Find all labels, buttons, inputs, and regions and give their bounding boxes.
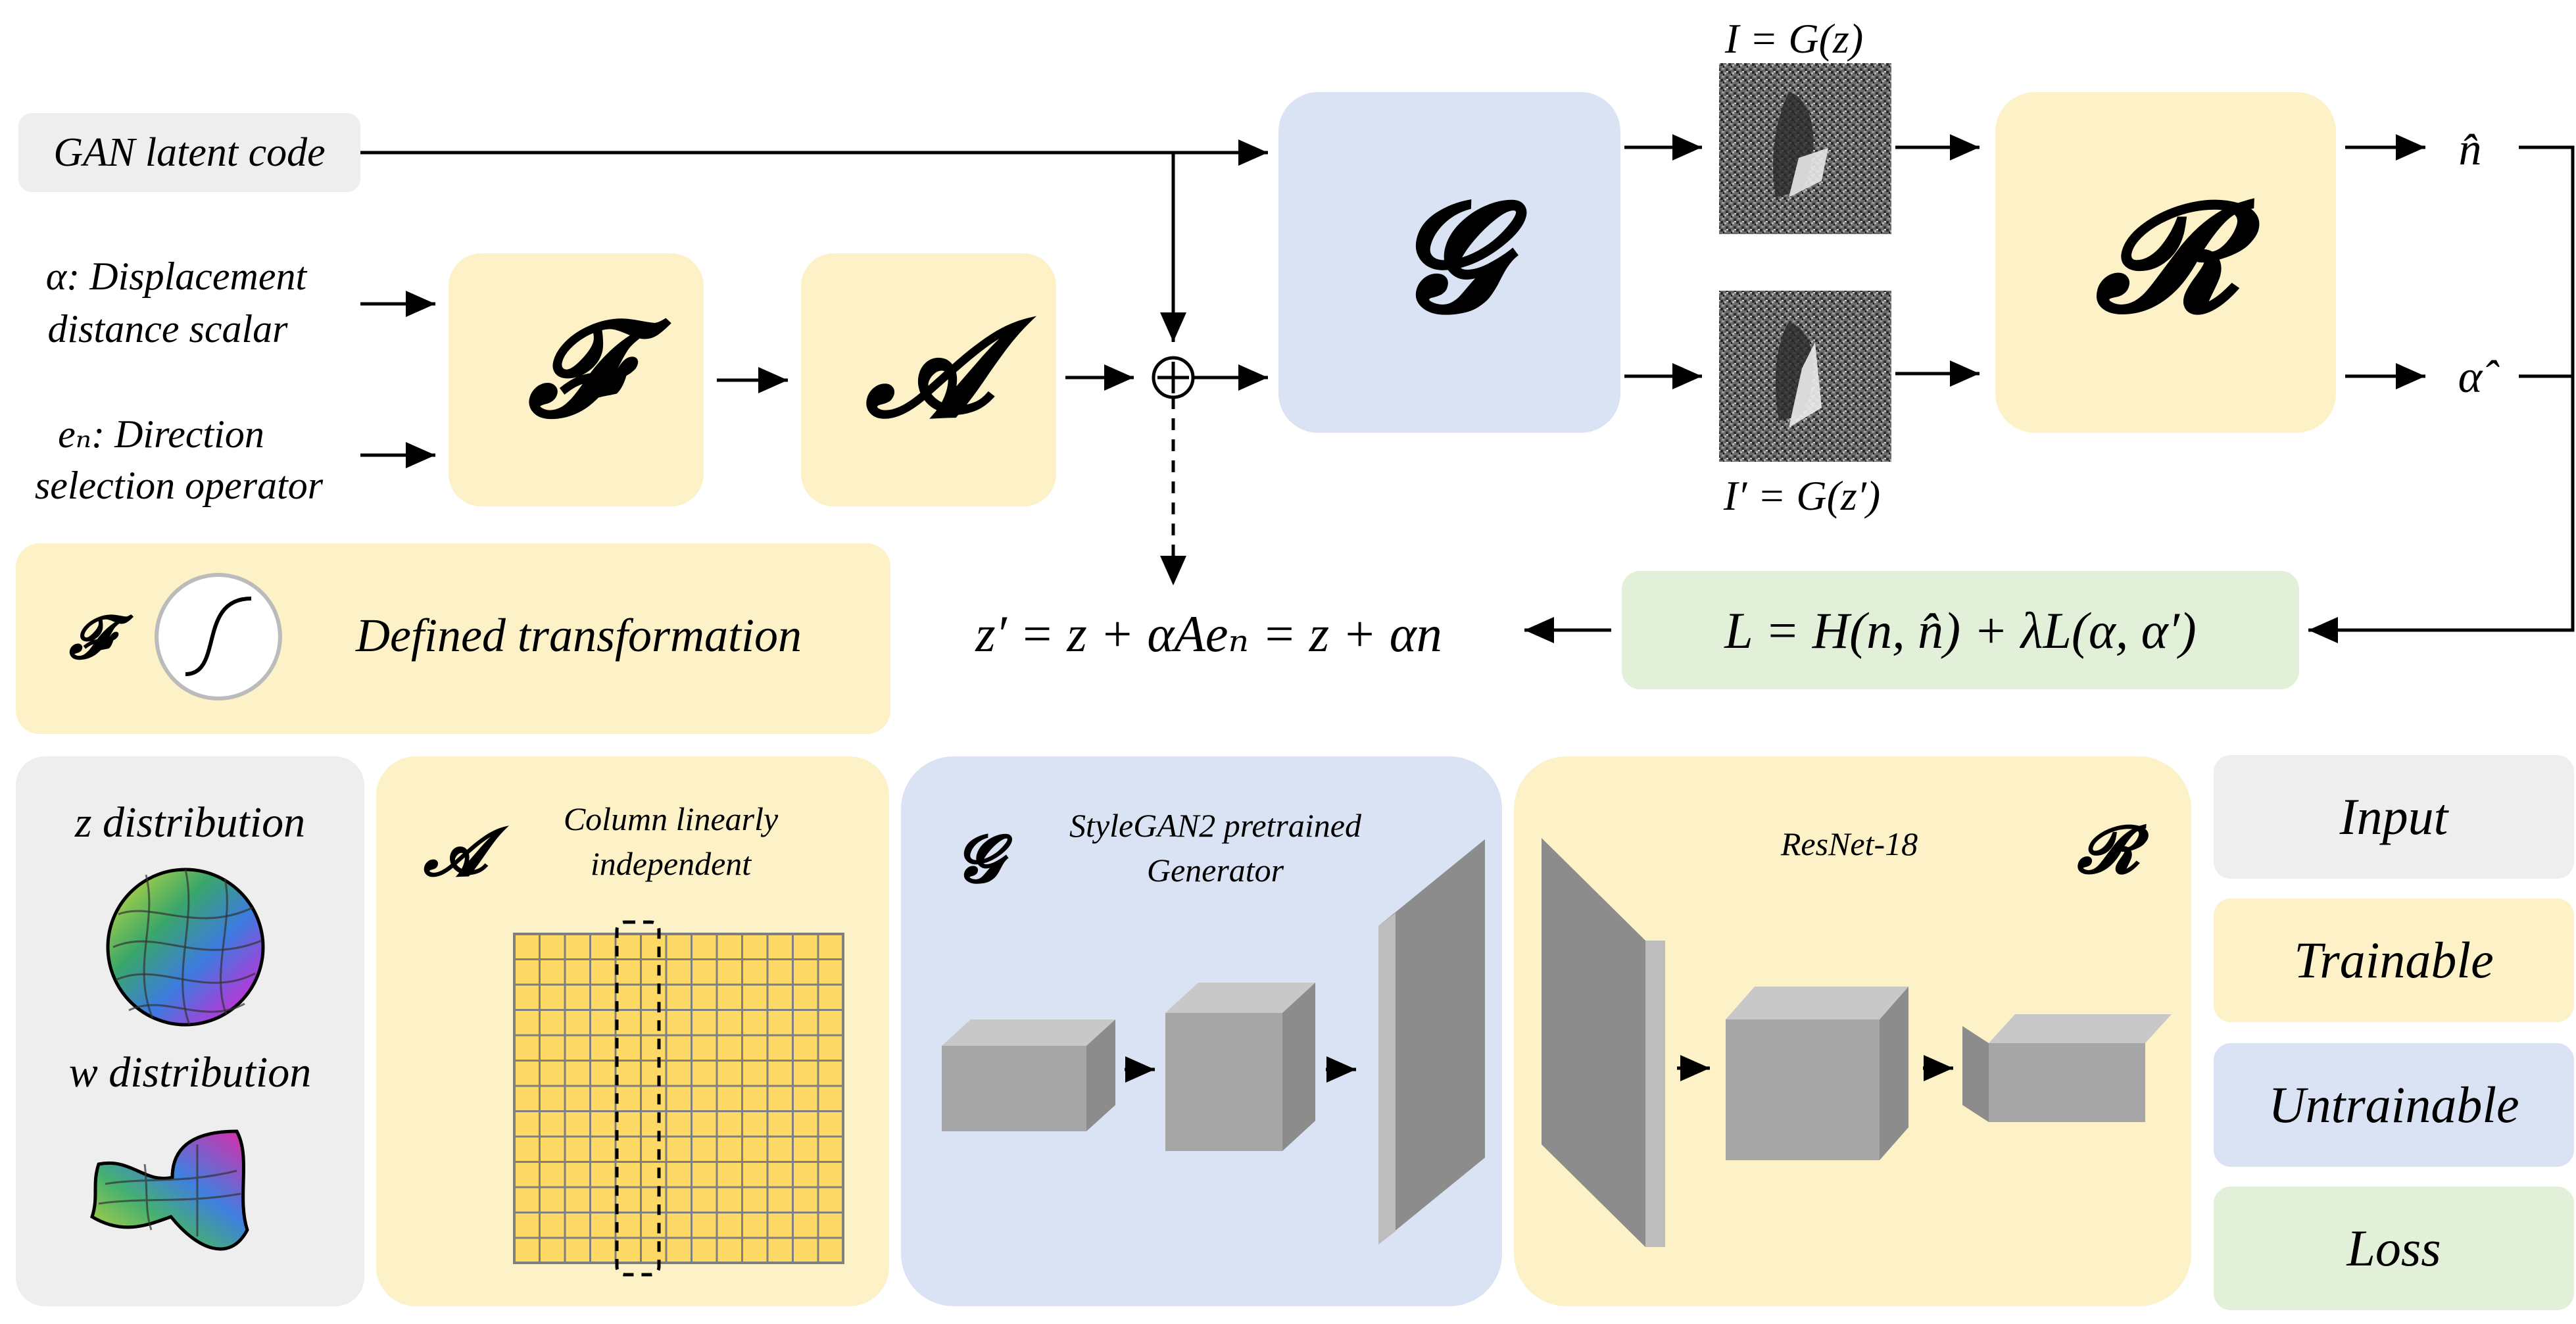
image-top-caption: I = G(z)	[1724, 15, 1863, 62]
legend-loss-swatch	[2214, 1187, 2574, 1310]
z-distribution-icon	[106, 868, 265, 1027]
A-block	[801, 253, 1056, 506]
R-panel-caption: ResNet-18	[1780, 825, 1918, 862]
w-distribution-label: w distribution	[69, 1048, 312, 1096]
transform-legend-text: Defined transformation	[355, 609, 802, 662]
legend: Input Trainable Untrainable Loss	[2214, 755, 2574, 1310]
arrow-outputs-to-loss	[2308, 145, 2575, 643]
legend-untrainable-label: Untrainable	[2268, 1076, 2519, 1133]
latent-code-box	[18, 113, 360, 192]
A-panel-caption-2: independent	[591, 845, 752, 882]
latent-code-label: GAN latent code	[53, 130, 325, 175]
legend-input-label: Input	[2339, 788, 2450, 845]
R-panel-symbol: 𝓡	[2076, 810, 2150, 888]
R-symbol: 𝓡	[2095, 168, 2263, 345]
w-distribution-icon	[89, 1129, 249, 1251]
en-label-2: selection operator	[35, 464, 324, 507]
en-label-1: eₙ: Direction	[58, 412, 264, 456]
generated-image-top	[1719, 63, 1891, 234]
G-block	[1278, 92, 1620, 433]
A-panel-caption-1: Column linearly	[564, 800, 779, 837]
G-panel-caption-1: StyleGAN2 pretrained	[1069, 807, 1362, 844]
legend-trainable-label: Trainable	[2294, 931, 2493, 989]
image-bottom-caption: I′ = G(z′)	[1723, 472, 1880, 519]
generator-layers	[942, 839, 1485, 1244]
legend-untrainable-swatch	[2214, 1043, 2574, 1167]
alpha-hat-label: α̂	[2458, 352, 2500, 403]
alpha-label-2: distance scalar	[48, 307, 289, 351]
sigmoid-icon	[155, 573, 282, 700]
legend-input-swatch	[2214, 755, 2574, 879]
resnet-layers	[1542, 838, 2172, 1247]
update-equation: z′ = z + αAeₙ = z + αn	[975, 605, 1442, 662]
legend-trainable-swatch	[2214, 898, 2574, 1022]
loss-box	[1622, 571, 2299, 689]
matrix-column-highlight	[615, 920, 661, 1277]
loss-equation: L = H(n, n̂) + λL(α, α′)	[1724, 602, 2197, 659]
z-distribution-label: z distribution	[74, 798, 305, 846]
alpha-label-1: α: Displacement	[46, 255, 308, 298]
n-hat-label: n̂	[2459, 124, 2482, 175]
legend-loss-label: Loss	[2346, 1219, 2441, 1277]
R-block	[1995, 92, 2336, 433]
F-block	[449, 253, 704, 506]
generated-image-bottom	[1719, 291, 1891, 462]
G-panel-caption-2: Generator	[1147, 852, 1284, 889]
matrix-grid	[513, 920, 844, 1277]
